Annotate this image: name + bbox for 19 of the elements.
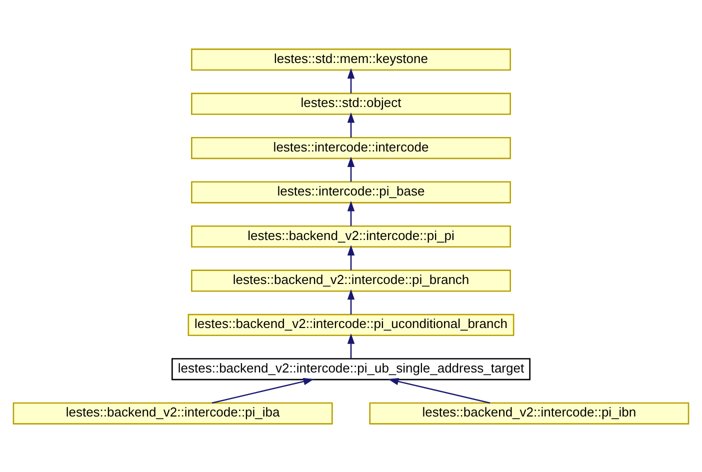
node-box: lestes::backend_v2::intercode::pi_uconditional_branch bbox=[188, 313, 514, 336]
node-box: lestes::std::mem::keystone bbox=[191, 48, 511, 70]
node-box: lestes::intercode::pi_base bbox=[191, 180, 511, 203]
arrow bbox=[347, 156, 355, 182]
node-box: lestes::backend_v2::intercode::pi_ibn bbox=[369, 402, 690, 424]
node-box: lestes::backend_v2::intercode::pi_pi bbox=[191, 224, 511, 248]
node-box: lestes::intercode::intercode bbox=[191, 136, 511, 159]
node-box: lestes::backend_v2::intercode::pi_branch bbox=[191, 269, 511, 292]
node-box: lestes::std::object bbox=[191, 92, 511, 114]
arrow bbox=[388, 377, 490, 404]
arrow bbox=[347, 244, 355, 270]
arrow bbox=[347, 288, 355, 314]
arrow bbox=[212, 377, 314, 404]
arrow bbox=[347, 68, 355, 93]
arrow bbox=[347, 112, 355, 138]
node-box: lestes::backend_v2::intercode::pi_ub_single_address_target bbox=[172, 358, 530, 380]
node-box: lestes::backend_v2::intercode::pi_iba bbox=[12, 402, 333, 424]
arrow bbox=[347, 332, 355, 358]
arrow bbox=[347, 200, 355, 226]
